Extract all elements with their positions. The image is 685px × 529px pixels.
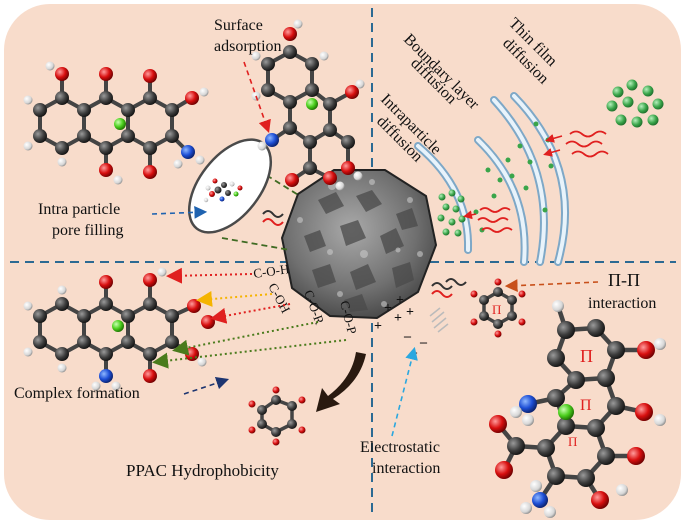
hydrophobicity-label: PPAC Hydrophobicity bbox=[126, 461, 279, 480]
diffusion-shells bbox=[414, 92, 570, 266]
molecule-top-left-atoms bbox=[23, 61, 209, 185]
adsorbate-cluster-right bbox=[606, 79, 664, 128]
plus-charge-5: + bbox=[374, 319, 382, 334]
pore-filling-label-1: Intra particle bbox=[38, 201, 120, 218]
plus-charge-2: + bbox=[396, 293, 404, 308]
surface-adsorption-label-1: Surface bbox=[214, 17, 263, 34]
minus-charge-1: – bbox=[403, 329, 412, 344]
pi-pi-label-1: Π-Π bbox=[608, 270, 640, 290]
pi-pi-arrow bbox=[504, 279, 599, 292]
plus-charge-4: + bbox=[406, 305, 414, 320]
benzene-bottom bbox=[248, 386, 306, 446]
pi-symbol-small: Π bbox=[492, 302, 501, 317]
surface-adsorption-label-2: adsorption bbox=[214, 38, 282, 55]
benzene-pi: Π bbox=[470, 278, 526, 338]
electrostatic-arrow bbox=[391, 346, 418, 437]
electrostatic-label-1: Electrostatic bbox=[360, 439, 440, 456]
surface-adsorption-arrow bbox=[243, 61, 271, 134]
red-small-arrows bbox=[463, 134, 563, 220]
pi-symbol-ring-1: Π bbox=[580, 346, 593, 366]
zoom-guide-lines bbox=[221, 169, 301, 251]
minus-charge-2: – bbox=[419, 335, 428, 350]
pi-pi-label-2: interaction bbox=[588, 295, 656, 312]
complex-formation-label: Complex formation bbox=[14, 385, 140, 402]
plus-charge-1: + bbox=[384, 301, 392, 316]
hydrophobicity-arrow bbox=[316, 352, 366, 412]
molecule-bottom-right-atoms: Π Π Π bbox=[489, 300, 666, 518]
pore-filling-label-2: pore filling bbox=[52, 222, 124, 239]
pi-symbol-ring-2: Π bbox=[580, 397, 592, 414]
complex-arrows bbox=[152, 267, 347, 369]
ppac-particle bbox=[280, 169, 438, 320]
molecule-surface-atoms bbox=[251, 19, 365, 191]
wave-lines-center bbox=[262, 210, 467, 298]
plus-charge-3: + bbox=[394, 311, 402, 326]
red-wave-lines bbox=[477, 130, 609, 233]
electrostatic-stripes bbox=[429, 307, 449, 333]
group-coh-1: C-O-H bbox=[252, 261, 290, 281]
electrostatic-label-2: interaction bbox=[372, 460, 440, 477]
complex-formation-arrow bbox=[183, 376, 230, 395]
minus-charge-3: – bbox=[409, 345, 418, 360]
adsorbate-cluster-left bbox=[437, 189, 466, 237]
pi-symbol-ring-3: Π bbox=[568, 434, 577, 449]
